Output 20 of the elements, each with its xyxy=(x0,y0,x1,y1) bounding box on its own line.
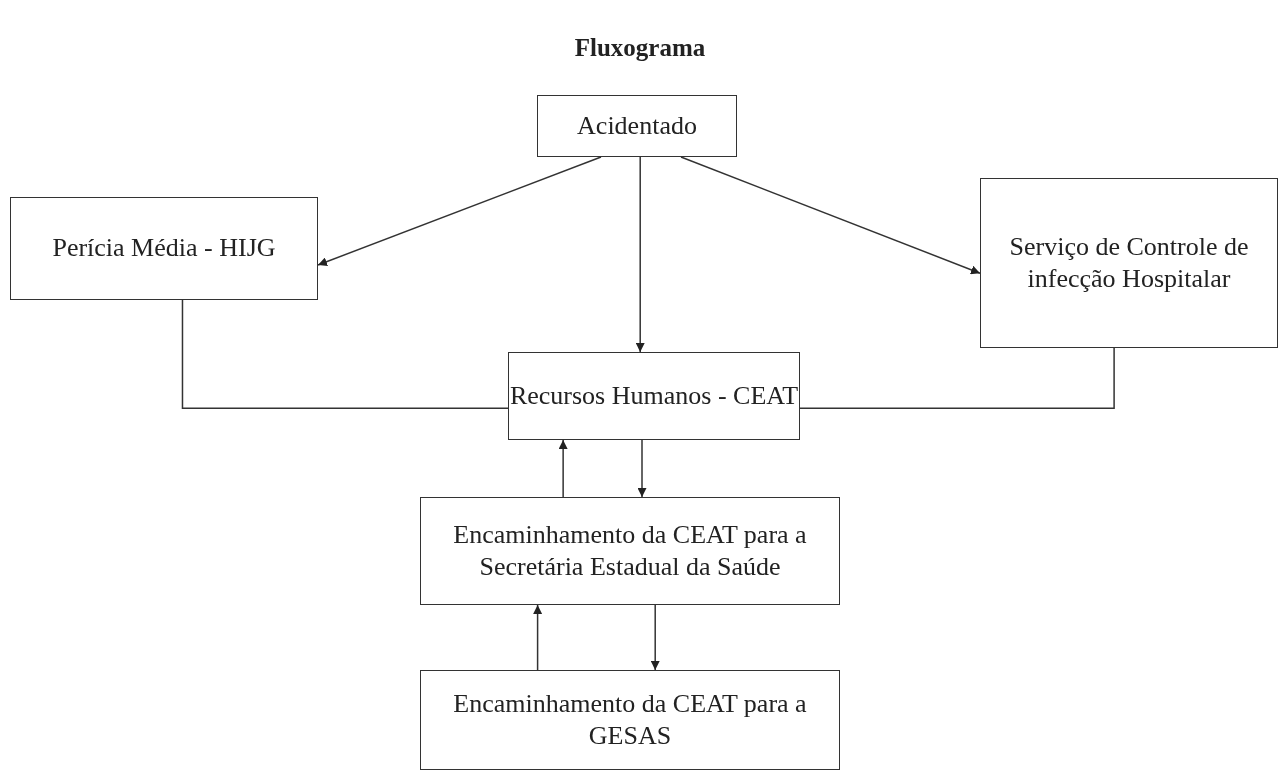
process-box xyxy=(980,178,1278,348)
process-box xyxy=(537,95,737,157)
process-box xyxy=(420,670,840,770)
box-label: Perícia Média - HIJG xyxy=(52,232,276,265)
arrow xyxy=(533,604,543,671)
process-box xyxy=(508,352,800,440)
box-label: Recursos Humanos - CEAT xyxy=(509,379,799,412)
diagram-title: Fluxograma xyxy=(574,34,706,61)
box-label: Encaminhamento da CEAT para a GESAS xyxy=(452,687,808,752)
arrow xyxy=(317,156,602,266)
arrow xyxy=(680,156,981,275)
arrow xyxy=(650,604,660,671)
box-label: Acidentado xyxy=(577,109,697,142)
process-box xyxy=(10,197,318,300)
box-label: Encaminhamento da CEAT para a Secretária Estadual da Saúde xyxy=(452,518,808,583)
process-box xyxy=(420,497,840,605)
box-label: Serviço de Controle de infecção Hospitalar xyxy=(1008,230,1250,295)
arrow xyxy=(637,439,647,498)
arrow xyxy=(635,156,645,353)
arrow xyxy=(558,439,568,498)
